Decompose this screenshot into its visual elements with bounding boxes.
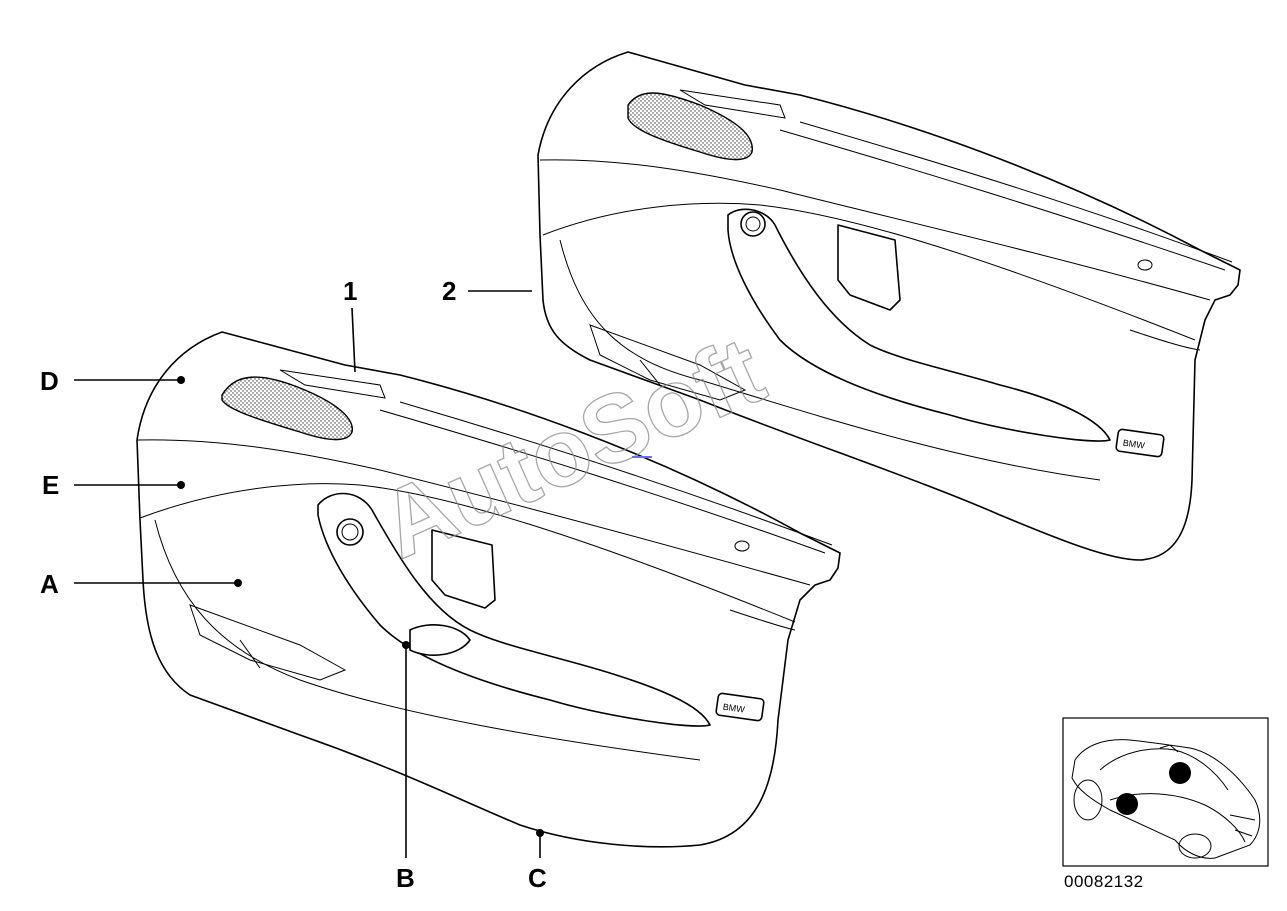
callout-D: D [40,366,59,396]
badge-text-2: BMW [1122,438,1146,451]
callout-1: 1 [343,276,357,306]
callout-C: C [528,863,547,893]
callout-E: E [42,470,59,500]
reference-number: 00082132 [1064,872,1144,891]
location-marker-1 [1169,762,1191,784]
car-outline [1071,739,1261,859]
door-panel-2: BMW [537,51,1241,561]
location-inset [1062,717,1269,867]
callout-A: A [40,569,59,599]
location-marker-2 [1116,793,1138,815]
door-panel-1: BMW [136,331,841,848]
callout-B: B [396,863,415,893]
badge-text-1: BMW [722,702,746,715]
callout-leaders [74,290,544,858]
callout-2: 2 [442,276,456,306]
